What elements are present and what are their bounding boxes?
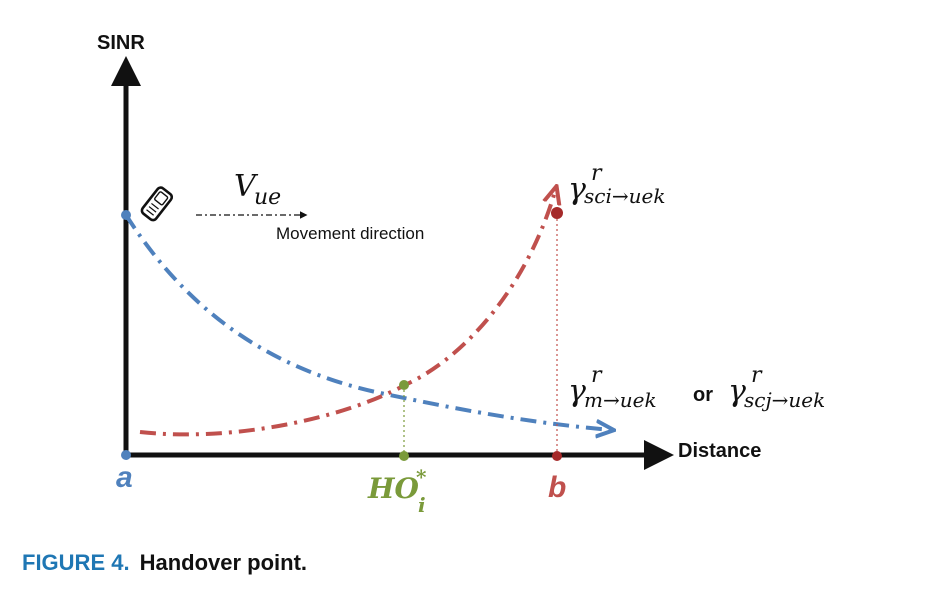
svg-text:HO: HO <box>367 472 419 505</box>
point-b-axis-dot <box>552 451 562 461</box>
figure-title: Handover point. <box>139 550 308 575</box>
handover-curve-dot <box>399 380 409 390</box>
svg-text:m→uek: m→uek <box>584 388 657 412</box>
y-axis-label: SINR <box>97 32 145 54</box>
gamma-m-label: γ r m→uek <box>568 363 657 412</box>
or-label: or <box>693 384 713 406</box>
x-axis-label: Distance <box>678 440 761 462</box>
svg-text:scj→uek: scj→uek <box>744 388 825 412</box>
target-curve-dot <box>551 207 563 219</box>
svg-text:V: V <box>234 169 259 204</box>
gamma-sci-label: γ r sci→uek <box>568 161 665 208</box>
gamma-scj-label: γ r scj→uek <box>728 363 825 412</box>
svg-text:γ: γ <box>568 172 586 207</box>
svg-text:*: * <box>416 465 427 489</box>
serving-cell-sinr-curve <box>124 213 612 430</box>
svg-text:γ: γ <box>728 374 746 409</box>
svg-text:r: r <box>751 363 763 388</box>
point-b-label: b <box>548 471 566 504</box>
svg-text:i: i <box>418 493 426 517</box>
handover-point-label: HO * i <box>367 465 427 517</box>
figure-caption: FIGURE 4. Handover point. <box>22 550 307 576</box>
figure-number: FIGURE 4. <box>22 550 130 575</box>
mobile-phone-icon <box>140 186 174 222</box>
svg-text:r: r <box>591 161 603 186</box>
svg-text:γ: γ <box>568 374 586 409</box>
movement-direction-label: Movement direction <box>276 224 424 243</box>
handover-axis-dot <box>399 451 409 461</box>
velocity-label: V ue <box>234 169 281 210</box>
origin-dot <box>121 450 131 460</box>
svg-text:ue: ue <box>254 185 281 210</box>
point-a-label: a <box>116 461 133 494</box>
svg-text:sci→uek: sci→uek <box>584 184 665 208</box>
start-point-dot <box>121 210 131 220</box>
svg-text:r: r <box>591 363 603 388</box>
